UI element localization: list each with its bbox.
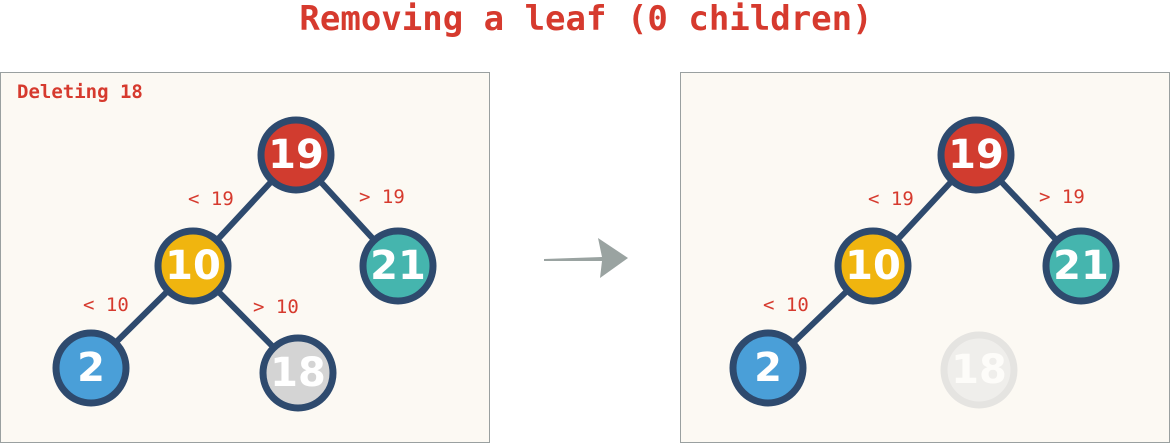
node-value: 19 bbox=[948, 132, 1004, 178]
node-2: 2 bbox=[729, 329, 807, 407]
node-value: 18 bbox=[951, 347, 1007, 393]
edge-label-lt10: < 10 bbox=[763, 294, 809, 316]
node-value: 21 bbox=[370, 243, 426, 289]
node-21: 21 bbox=[1042, 227, 1120, 305]
after-tree: < 19 > 19 < 10 19 10 21 2 18 bbox=[729, 116, 1120, 409]
before-panel: Deleting 18 < 19 > 19 < 10 > 10 19 10 21… bbox=[0, 72, 490, 443]
node-value: 21 bbox=[1053, 243, 1109, 289]
node-10: 10 bbox=[154, 227, 232, 305]
node-value: 19 bbox=[268, 132, 324, 178]
node-value: 18 bbox=[270, 350, 326, 396]
node-18-removed: 18 bbox=[940, 331, 1018, 409]
node-value: 10 bbox=[165, 243, 221, 289]
panel-label: Deleting 18 bbox=[17, 81, 143, 103]
edge-label-gt19: > 19 bbox=[1039, 186, 1085, 208]
edge-label-lt19: < 19 bbox=[868, 188, 914, 210]
node-19: 19 bbox=[937, 116, 1015, 194]
node-value: 10 bbox=[845, 243, 901, 289]
edge-label-gt10: > 10 bbox=[253, 296, 299, 318]
edge-label-lt10: < 10 bbox=[83, 294, 129, 316]
transition-arrow-icon bbox=[544, 238, 628, 278]
node-10: 10 bbox=[834, 227, 912, 305]
node-value: 2 bbox=[754, 345, 782, 391]
node-21: 21 bbox=[359, 227, 437, 305]
node-19: 19 bbox=[257, 116, 335, 194]
edge-label-gt19: > 19 bbox=[359, 186, 405, 208]
node-value: 2 bbox=[77, 345, 105, 391]
page-title: Removing a leaf (0 children) bbox=[299, 0, 873, 39]
node-18: 18 bbox=[259, 334, 337, 412]
edge-label-lt19: < 19 bbox=[188, 188, 234, 210]
after-panel: < 19 > 19 < 10 19 10 21 2 18 bbox=[680, 72, 1170, 443]
node-2: 2 bbox=[52, 329, 130, 407]
before-tree: < 19 > 19 < 10 > 10 19 10 21 2 18 bbox=[52, 116, 437, 412]
